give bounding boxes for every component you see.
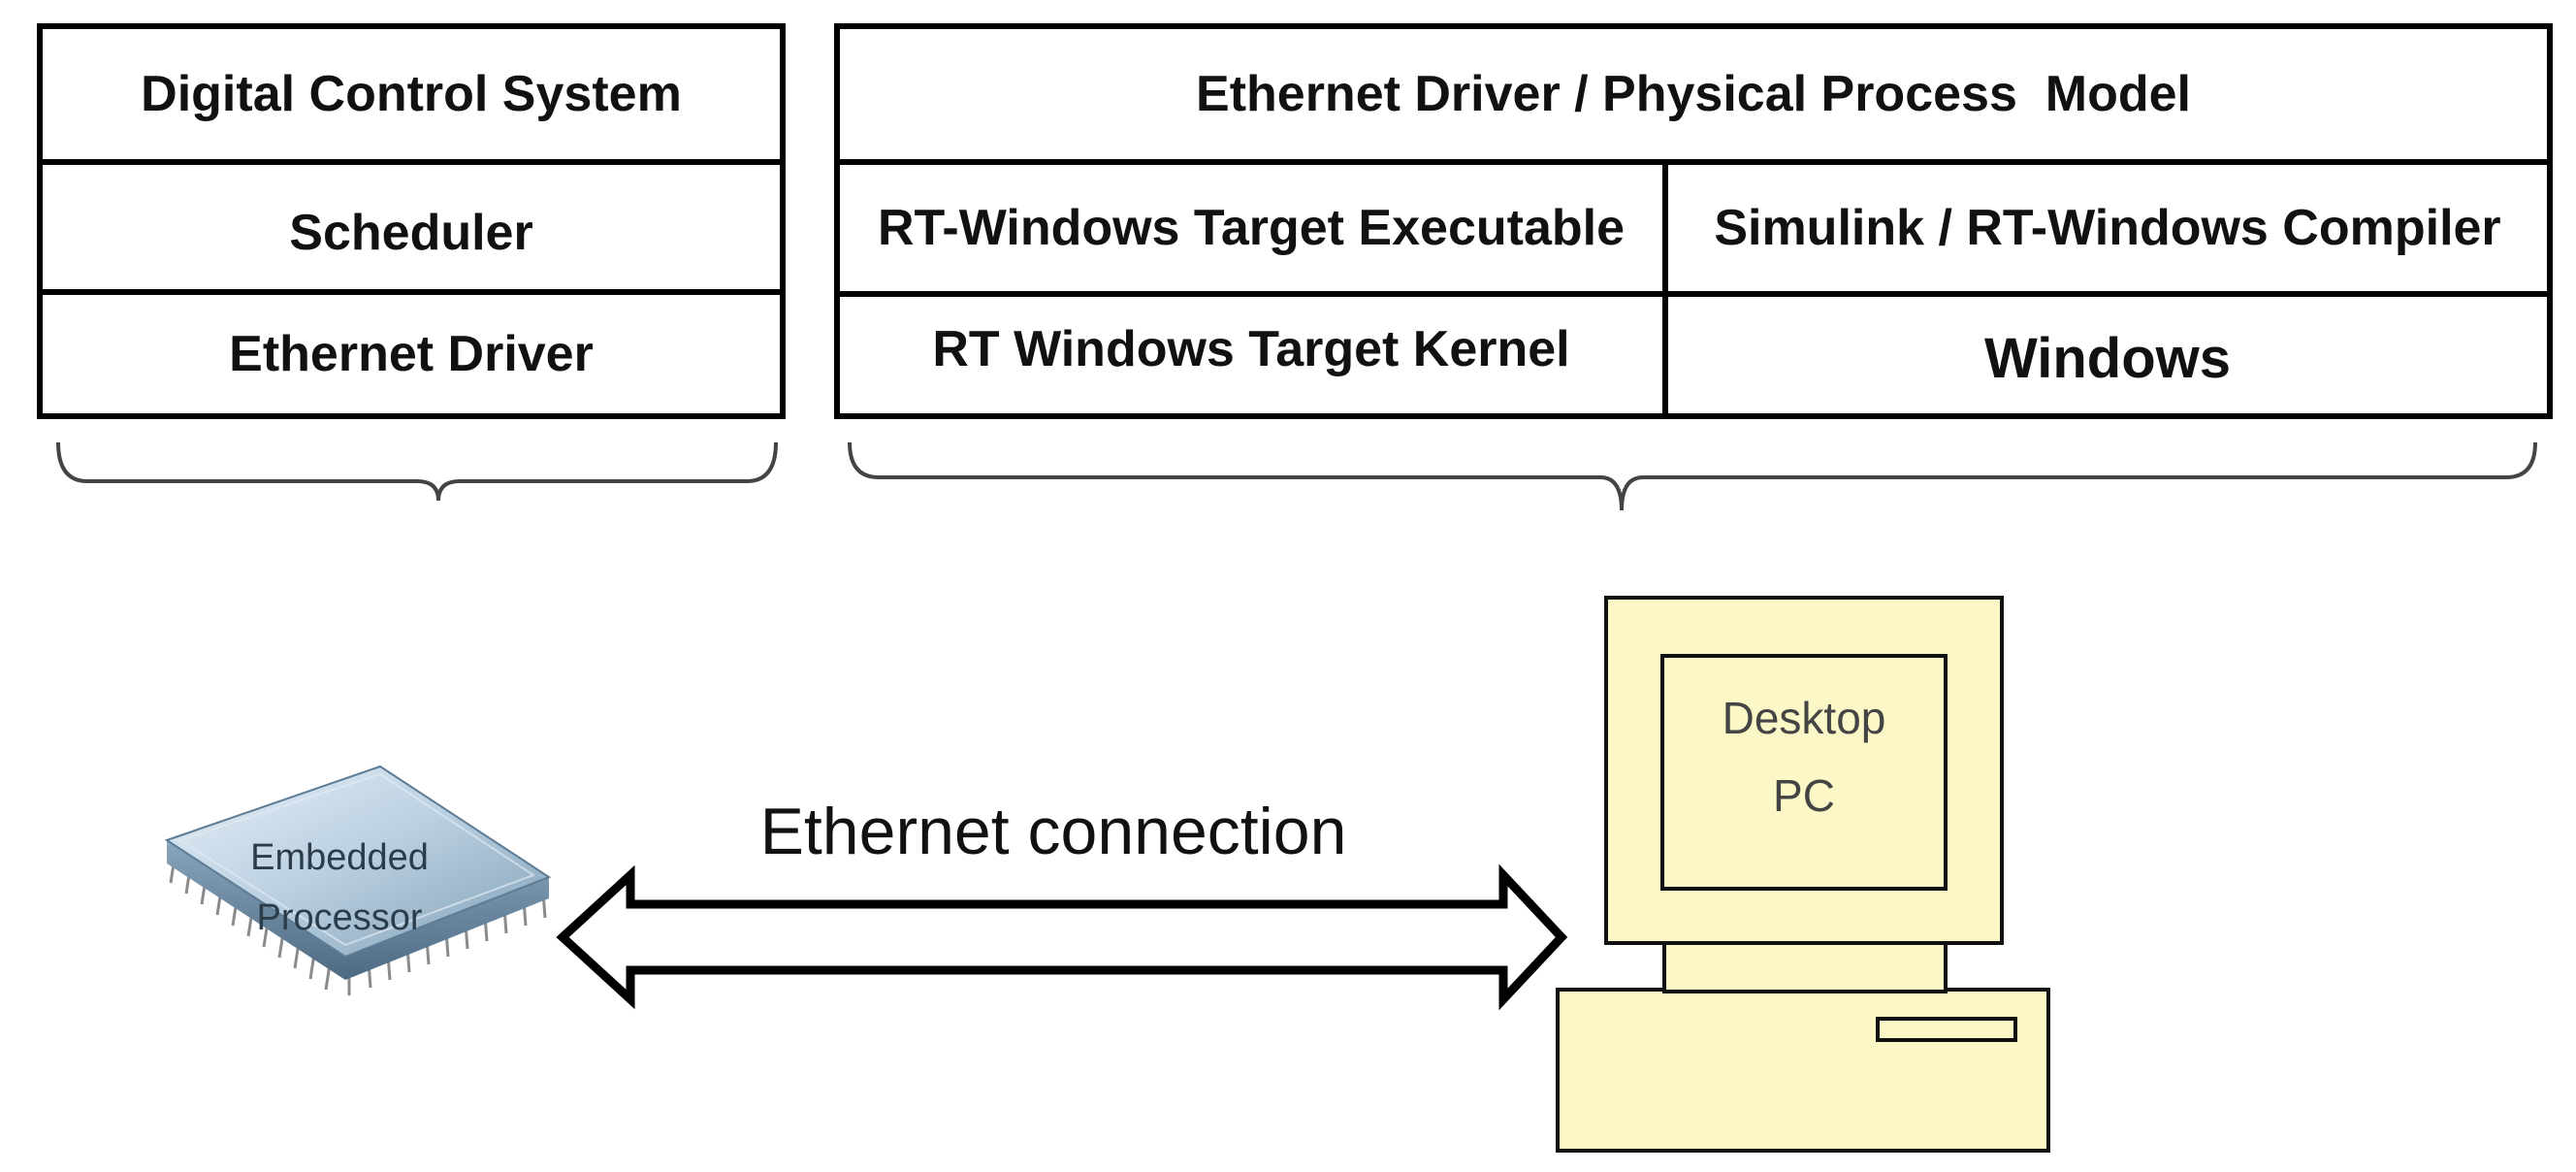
embedded-processor-chip-icon: Embedded Processor — [164, 765, 552, 995]
ethernet-driver-label: Ethernet Driver — [229, 326, 594, 382]
digital-control-system-layer: Digital Control System — [43, 29, 780, 165]
rt-windows-target-executable-label: RT-Windows Target Executable — [877, 200, 1626, 256]
rt-windows-target-kernel-label: RT Windows Target Kernel — [932, 321, 1570, 377]
ethernet-driver-layer: Ethernet Driver — [43, 295, 780, 413]
simulink-compiler-cell: Simulink / RT-Windows Compiler — [1668, 165, 2547, 291]
kernel-windows-layer: RT Windows Target Kernel Windows — [840, 297, 2547, 413]
scheduler-label: Scheduler — [289, 205, 533, 261]
embedded-software-stack: Digital Control System Scheduler Etherne… — [37, 23, 786, 419]
monitor-stand — [1662, 939, 1948, 993]
windows-cell: Windows — [1668, 297, 2547, 413]
monitor-screen — [1660, 654, 1948, 891]
embedded-processor-label-line2: Processor — [256, 897, 422, 938]
ethernet-connection-label: Ethernet connection — [760, 795, 1347, 868]
pc-stack-brace — [848, 441, 2537, 511]
pc-base-unit — [1556, 988, 2050, 1153]
digital-control-system-label: Digital Control System — [141, 66, 682, 122]
embedded-processor-label-line1: Embedded — [250, 837, 429, 878]
pc-software-stack: Ethernet Driver / Physical Process Model… — [834, 23, 2553, 419]
rt-windows-target-kernel-cell: RT Windows Target Kernel — [840, 297, 1668, 413]
simulink-compiler-label: Simulink / RT-Windows Compiler — [1714, 200, 2501, 256]
ethernet-driver-process-model-label: Ethernet Driver / Physical Process Model — [1196, 66, 2191, 122]
ethernet-connection-double-arrow — [556, 863, 1568, 1011]
windows-label: Windows — [1983, 326, 2231, 390]
scheduler-layer: Scheduler — [43, 165, 780, 295]
desktop-pc-label-line1: Desktop — [1723, 693, 1886, 743]
drive-slot — [1876, 1017, 2017, 1042]
embedded-stack-brace — [56, 441, 778, 502]
ethernet-driver-process-model-layer: Ethernet Driver / Physical Process Model — [840, 29, 2547, 165]
desktop-pc-label-line2: PC — [1773, 770, 1835, 821]
executable-compiler-layer: RT-Windows Target Executable Simulink / … — [840, 165, 2547, 297]
desktop-pc-icon: Desktop PC — [1556, 596, 2050, 1153]
rt-windows-target-executable-cell: RT-Windows Target Executable — [840, 165, 1668, 291]
